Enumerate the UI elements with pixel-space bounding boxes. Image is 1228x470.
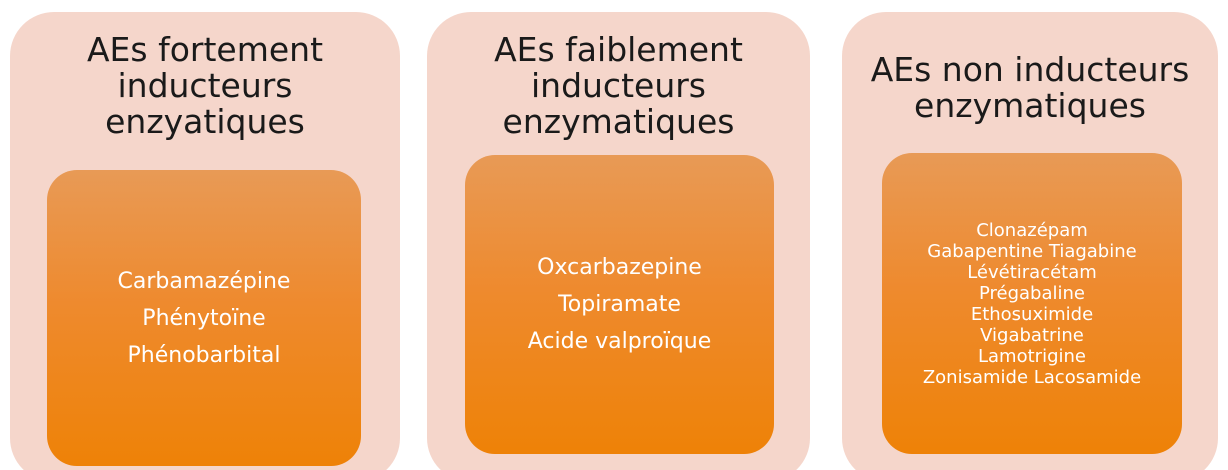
drug-list-box: Oxcarbazepine Topiramate Acide valproïqu…	[465, 155, 774, 454]
panel-title: AEs fortement inducteurs enzyatiques	[86, 30, 324, 141]
drug-item: Zonisamide Lacosamide	[922, 366, 1142, 388]
drug-list-box: Clonazépam Gabapentine Tiagabine Lévétir…	[882, 153, 1182, 454]
drug-item: Acide valproïque	[527, 329, 712, 354]
drug-item: Lamotrigine	[978, 345, 1086, 367]
drug-item: Prégabaline	[978, 282, 1085, 304]
drug-item: Vigabatrine	[980, 324, 1084, 346]
drug-item: Phénytoïne	[142, 305, 266, 331]
panel-weak-inducers: AEs faiblement inducteurs enzymatiques O…	[427, 12, 810, 470]
drug-item: Gabapentine Tiagabine	[927, 240, 1137, 262]
drug-item: Oxcarbazepine	[537, 255, 702, 280]
panel-title: AEs non inducteurs enzymatiques	[870, 50, 1190, 125]
drug-item: Lévétiracétam	[967, 261, 1097, 283]
drug-item: Topiramate	[558, 292, 681, 317]
drug-item: Clonazépam	[976, 219, 1088, 241]
panel-strong-inducers: AEs fortement inducteurs enzyatiques Car…	[10, 12, 400, 470]
panel-non-inducers: AEs non inducteurs enzymatiques Clonazép…	[842, 12, 1218, 470]
drug-item: Phénobarbital	[127, 342, 281, 368]
drug-list-box: Carbamazépine Phénytoïne Phénobarbital	[47, 170, 361, 466]
drug-item: Carbamazépine	[117, 268, 291, 294]
panel-title: AEs faiblement inducteurs enzymatiques	[494, 30, 743, 141]
drug-item: Ethosuximide	[970, 303, 1094, 325]
